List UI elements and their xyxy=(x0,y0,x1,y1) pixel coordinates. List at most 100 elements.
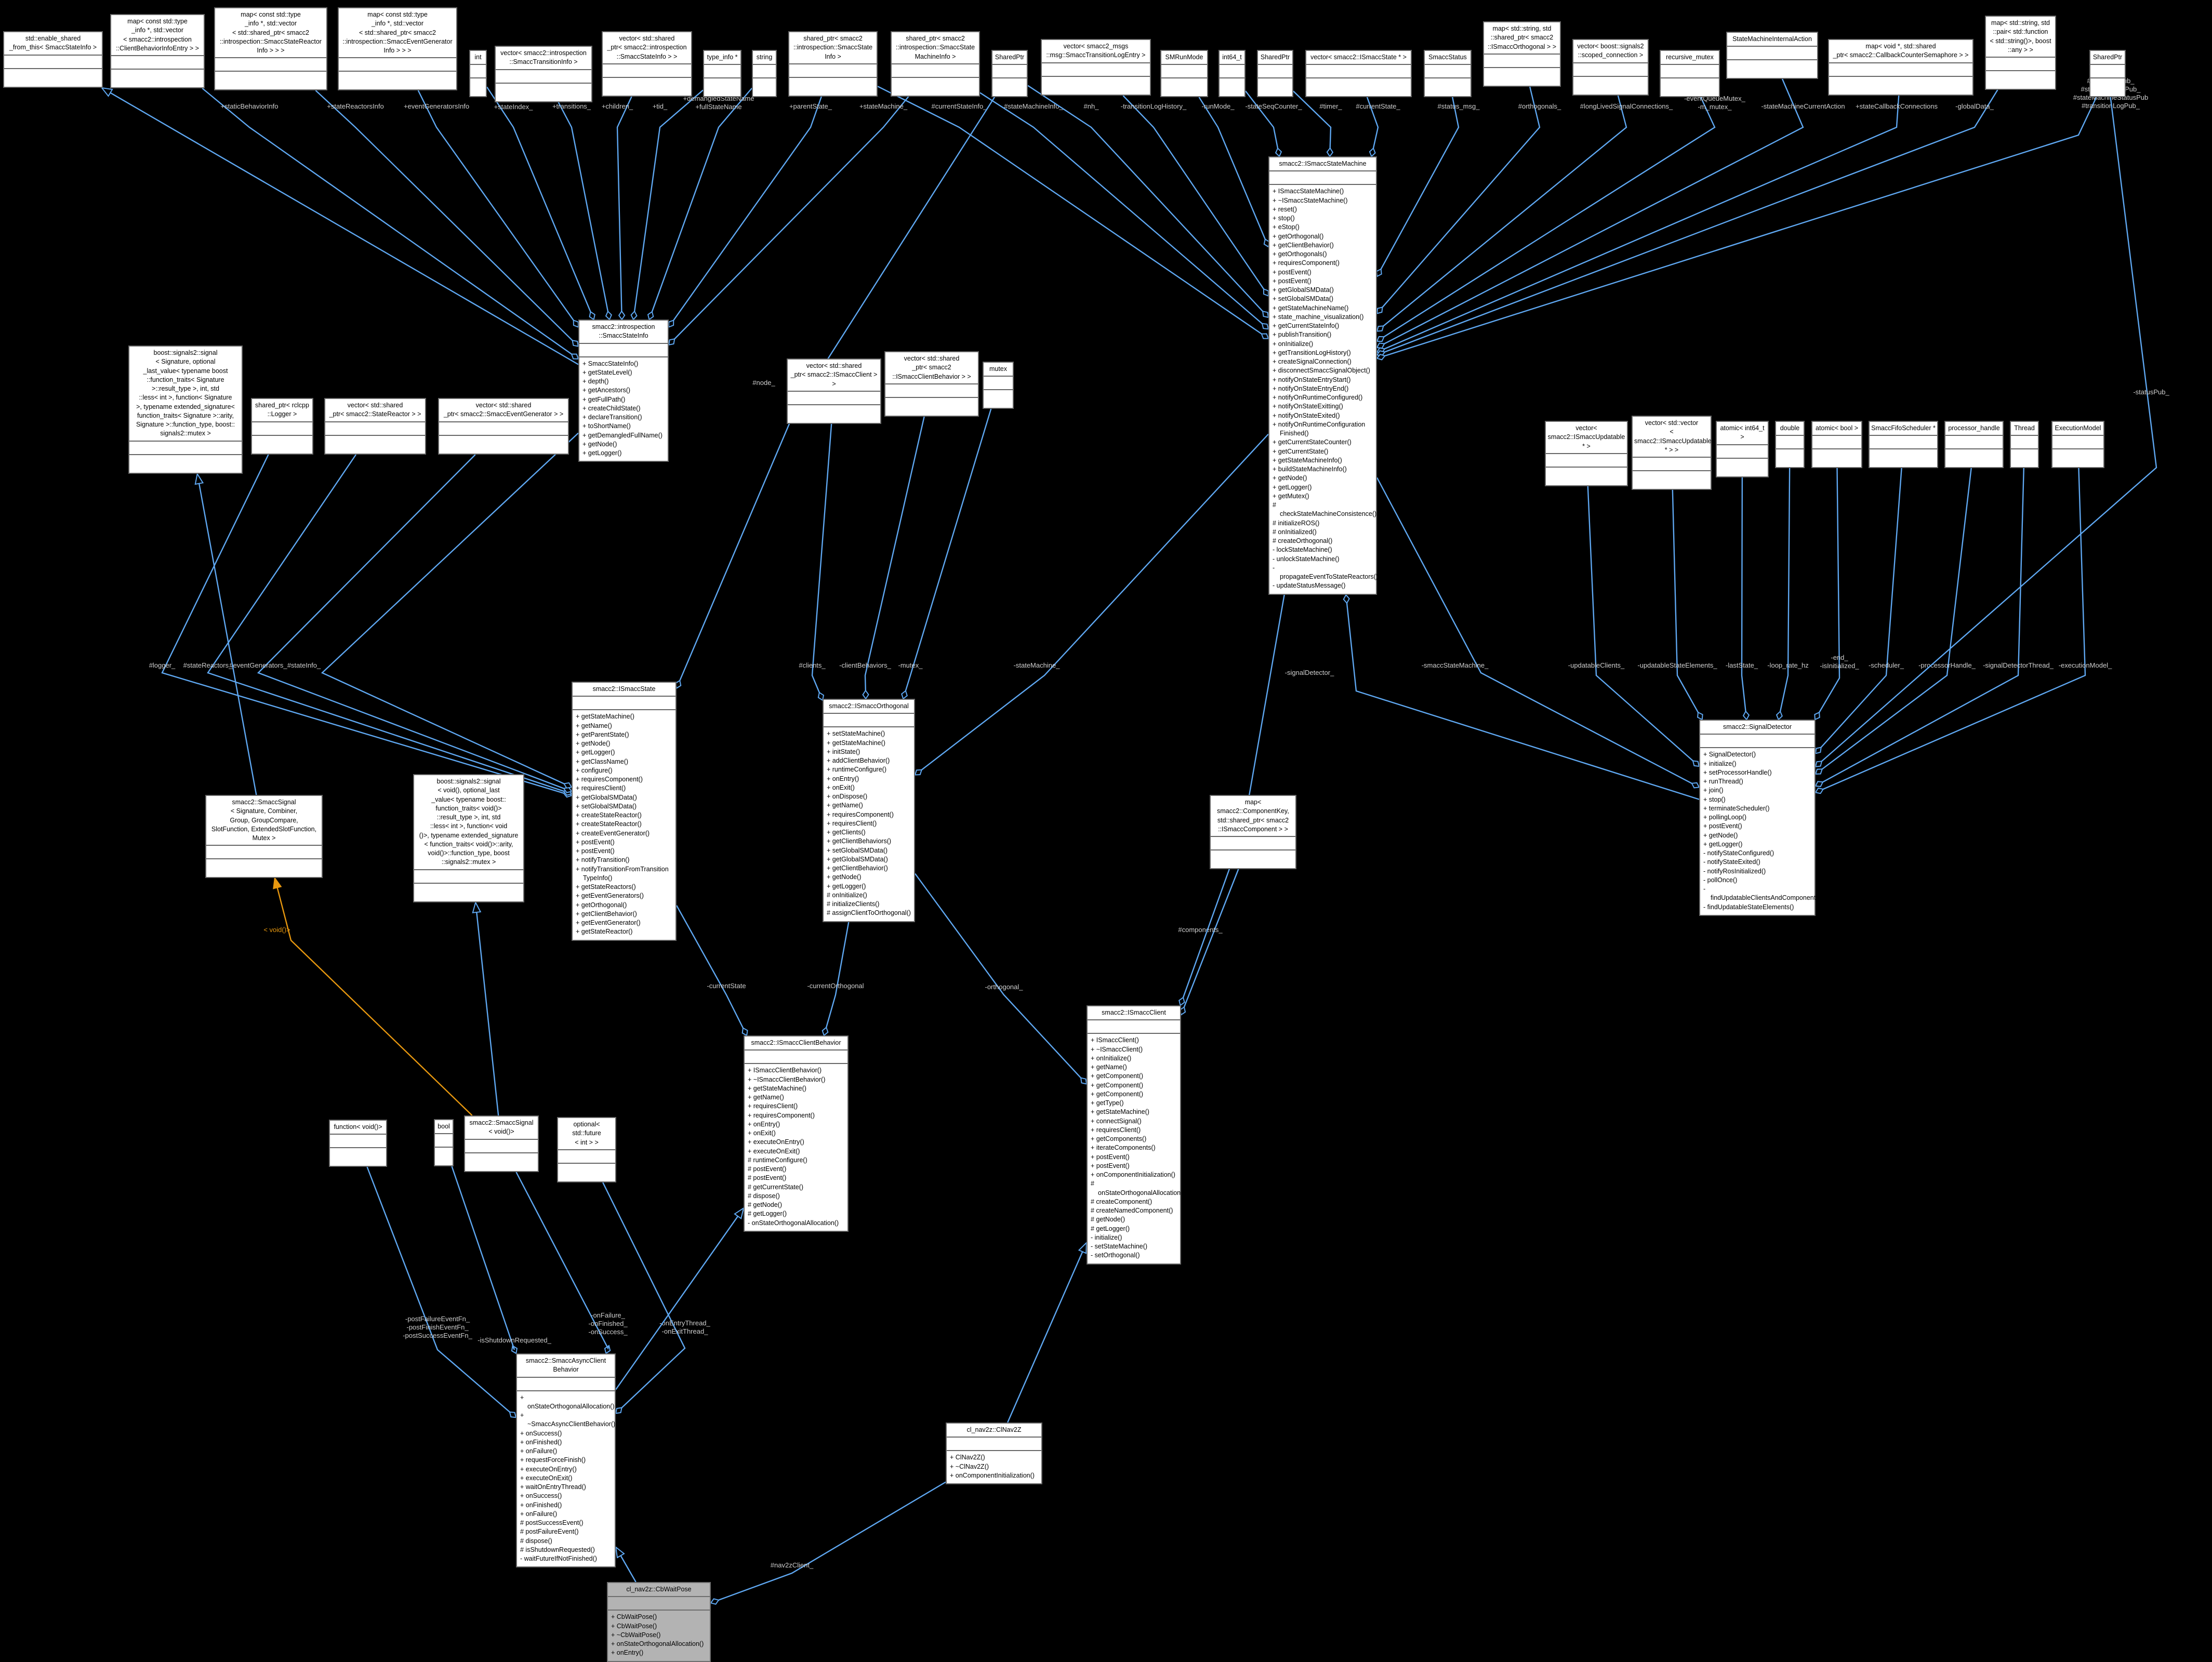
methods-compartment: + SignalDetector()+ initialize()+ setPro… xyxy=(1700,748,1823,915)
class-box-map_sr[interactable]: map< const std::type_info *, std::vector… xyxy=(214,7,327,91)
attributes-compartment xyxy=(4,56,102,69)
class-box-rmutex[interactable]: recursive_mutex xyxy=(1660,50,1720,98)
methods-compartment xyxy=(215,72,326,89)
attributes-compartment xyxy=(1700,735,1814,749)
class-box-string[interactable]: string xyxy=(752,50,777,98)
methods-compartment xyxy=(1986,71,2055,89)
svg-text:+eventGeneratorsInfo: +eventGeneratorsInfo xyxy=(404,102,469,110)
methods-compartment xyxy=(1870,449,1937,467)
method-item: - initialize() xyxy=(1091,1233,1122,1241)
class-box-iorth[interactable]: smacc2::ISmaccOrthogonal+ setStateMachin… xyxy=(823,699,915,922)
method-item: + ISmaccClient() xyxy=(1091,1036,1139,1044)
class-box-vec_upd2[interactable]: vector< std::vector< smacc2::ISmaccUpdat… xyxy=(1632,416,1712,490)
class-box-map_orth[interactable]: map< std::string, std::shared_ptr< smacc… xyxy=(1483,21,1561,87)
class-box-map_eg[interactable]: map< const std::type_info *, std::vector… xyxy=(338,7,457,91)
method-item: + createStateReactor() xyxy=(576,820,642,828)
method-item: + onEntry() xyxy=(827,775,859,782)
class-box-bool[interactable]: bool xyxy=(434,1119,454,1167)
class-box-sptr3[interactable]: SharedPtr xyxy=(2089,50,2126,98)
class-box-vec_iss[interactable]: vector< smacc2::ISmaccState * > xyxy=(1305,50,1412,98)
class-box-vec_conn[interactable]: vector< boost::signals2::scoped_connecti… xyxy=(1572,39,1649,96)
method-item: + onExit() xyxy=(827,783,855,791)
class-title: smacc2::ISmaccState xyxy=(573,683,675,697)
method-item: # onInitialized() xyxy=(1273,528,1317,536)
class-box-vec_cl[interactable]: vector< std::shared_ptr< smacc2::ISmaccC… xyxy=(787,358,881,424)
class-box-iclient[interactable]: smacc2::ISmaccClient+ ISmaccClient()+ ~I… xyxy=(1087,1005,1185,1265)
class-box-vec_upd1[interactable]: vector< smacc2::ISmaccUpdatable * > xyxy=(1545,421,1628,486)
class-box-vec_ti[interactable]: vector< smacc2::introspection::SmaccTran… xyxy=(495,46,592,102)
class-box-sptr2[interactable]: SharedPtr xyxy=(1257,50,1293,98)
class-box-smia[interactable]: StateMachineInternalAction xyxy=(1726,32,1818,79)
edge-sig_t-boost_sig xyxy=(194,472,257,795)
class-box-sptr1[interactable]: SharedPtr xyxy=(991,50,1028,98)
svg-text:#longLivedSignalConnections_: #longLivedSignalConnections_ xyxy=(1580,102,1673,110)
class-title: int64_t xyxy=(1220,51,1244,65)
method-item: + initState() xyxy=(827,748,860,755)
class-box-tinfo[interactable]: type_info * xyxy=(703,50,741,98)
method-item: # postFailureEvent() xyxy=(520,1528,579,1536)
class-box-vec_tle[interactable]: vector< smacc2_msgs::msg::SmaccTransitio… xyxy=(1041,39,1151,96)
method-item: + getNode() xyxy=(1273,474,1307,482)
class-box-istate[interactable]: smacc2::ISmaccState+ getStateMachine()+ … xyxy=(572,682,677,941)
class-title: map< smacc2::ComponentKey,std::shared_pt… xyxy=(1211,796,1295,837)
attributes-compartment xyxy=(1425,65,1471,79)
class-box-int[interactable]: int xyxy=(469,50,487,98)
svg-text:+parentState_: +parentState_ xyxy=(789,102,832,110)
class-box-int64[interactable]: int64_t xyxy=(1218,50,1246,98)
edge-ism-sp_si: #currentStateInfo_ xyxy=(877,86,1269,339)
class-box-map_cbs[interactable]: map< void *, std::shared_ptr< smacc2::Ca… xyxy=(1828,39,1973,96)
class-box-sigdet[interactable]: smacc2::SignalDetector+ SignalDetector()… xyxy=(1699,720,1823,916)
class-box-thread[interactable]: Thread xyxy=(2010,421,2039,469)
class-box-vec_cb[interactable]: vector< std::shared_ptr< smacc2::ISmaccC… xyxy=(884,351,979,417)
class-box-sp_smi[interactable]: shared_ptr< smacc2::introspection::Smacc… xyxy=(891,31,980,97)
class-box-map_cb[interactable]: map< const std::type_info *, std::vector… xyxy=(110,14,205,88)
class-box-atomb[interactable]: atomic< bool > xyxy=(1811,421,1862,469)
edge-sigdet-fifo: -scheduler_ xyxy=(1814,468,1904,754)
class-box-ism[interactable]: smacc2::ISmaccStateMachine+ ISmaccStateM… xyxy=(1268,156,1378,595)
class-box-proch[interactable]: processor_handle xyxy=(1944,421,2004,469)
class-box-vec_sr[interactable]: vector< std::shared_ptr< smacc2::StateRe… xyxy=(324,398,426,455)
class-box-sig_void[interactable]: smacc2::SmaccSignal< void()> xyxy=(464,1115,539,1172)
svg-text:#currentState_: #currentState_ xyxy=(1356,102,1400,110)
class-box-vec_si[interactable]: vector< std::shared_ptr< smacc2::introsp… xyxy=(602,31,692,97)
svg-text:+staticBehaviorInfo: +staticBehaviorInfo xyxy=(221,102,279,110)
edge-async-icb xyxy=(615,1207,745,1390)
methods-compartment xyxy=(704,78,740,96)
class-box-sp_si[interactable]: shared_ptr< smacc2::introspection::Smacc… xyxy=(788,31,878,97)
class-box-stateinfo[interactable]: smacc2::introspection::SmaccStateInfo+ S… xyxy=(578,320,669,462)
class-box-esft[interactable]: std::enable_shared_from_this< SmaccState… xyxy=(3,31,103,88)
class-box-func[interactable]: function< void()> xyxy=(329,1120,387,1167)
method-item: + getOrthogonals() xyxy=(1273,250,1327,258)
class-box-sig_t[interactable]: smacc2::SmaccSignal< Signature, Combiner… xyxy=(205,795,323,879)
class-box-map_comp[interactable]: map< smacc2::ComponentKey,std::shared_pt… xyxy=(1210,795,1296,869)
method-item: + stop() xyxy=(1273,215,1295,222)
class-box-smrun[interactable]: SMRunMode xyxy=(1160,50,1208,98)
method-item: - findUpdatableClientsAndComponents() xyxy=(1703,885,1823,902)
class-box-boost_void[interactable]: boost::signals2::signal< void(), optiona… xyxy=(413,774,524,902)
class-box-atom64[interactable]: atomic< int64_t > xyxy=(1716,421,1769,477)
class-box-fifo[interactable]: SmaccFifoScheduler * xyxy=(1869,421,1938,469)
class-box-status[interactable]: SmaccStatus xyxy=(1424,50,1472,98)
attributes-compartment xyxy=(558,1150,615,1164)
attributes-compartment xyxy=(1776,436,1804,450)
class-box-sp_logger[interactable]: shared_ptr< rclcpp::Logger > xyxy=(251,398,313,455)
class-box-clnav[interactable]: cl_nav2z::ClNav2Z+ ClNav2Z()+ ~ClNav2Z()… xyxy=(946,1422,1042,1484)
class-box-mutex[interactable]: mutex xyxy=(983,362,1014,409)
method-item: + getMutex() xyxy=(1273,492,1309,500)
attributes-compartment xyxy=(1727,47,1817,61)
class-box-map_any[interactable]: map< std::string, std::pair< std::functi… xyxy=(1985,16,2056,90)
method-item: + CbWaitPose() xyxy=(611,1613,657,1621)
class-box-opt_fut[interactable]: optional< std::future< int > > xyxy=(557,1117,616,1182)
method-item: + connectSignal() xyxy=(1091,1117,1142,1125)
class-box-cbwait[interactable]: cl_nav2z::CbWaitPose+ CbWaitPose()+ CbWa… xyxy=(607,1582,711,1662)
edge-cbwait-async xyxy=(615,1546,637,1583)
class-title: SharedPtr xyxy=(2090,51,2125,65)
edge-stateinfo-vec_ti: +transitions_ xyxy=(552,102,612,321)
class-box-execm[interactable]: ExecutionModel xyxy=(2051,421,2104,469)
class-box-double[interactable]: double xyxy=(1775,421,1805,469)
class-box-icb[interactable]: smacc2::ISmaccClientBehavior+ ISmaccClie… xyxy=(744,1035,849,1232)
class-box-vec_eg[interactable]: vector< std::shared_ptr< smacc2::SmaccEv… xyxy=(438,398,569,455)
class-box-boost_sig[interactable]: boost::signals2::signal< Signature, opti… xyxy=(128,345,243,474)
